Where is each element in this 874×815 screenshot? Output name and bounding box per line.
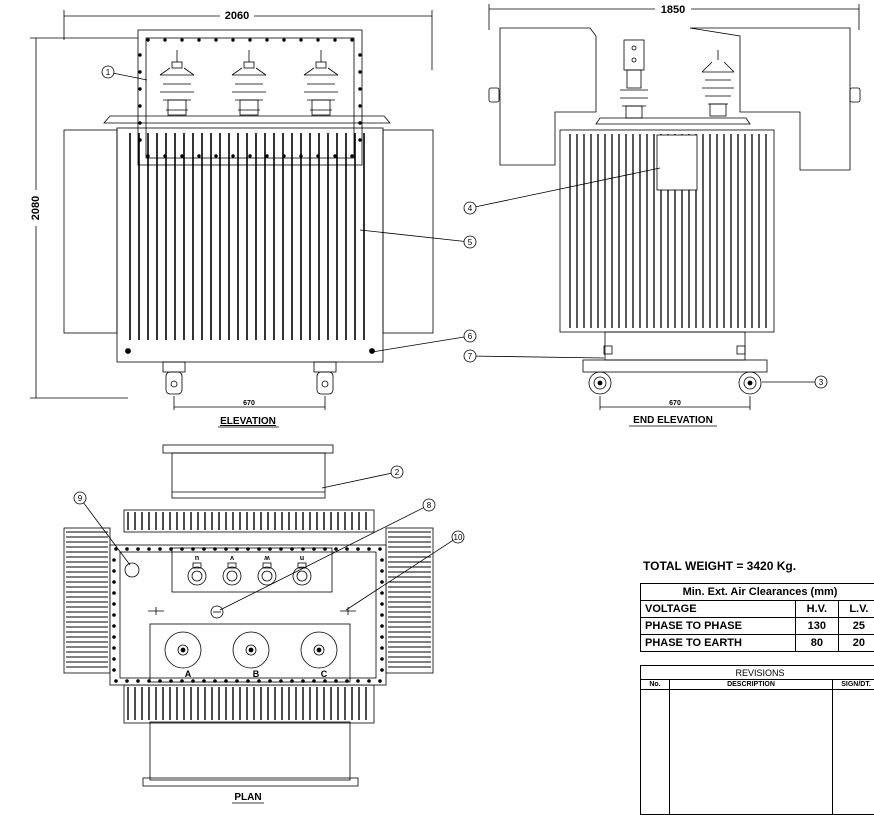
clearance-table-title: Min. Ext. Air Clearances (mm)	[641, 584, 874, 601]
callout-number: 6	[468, 332, 473, 341]
clearance-header: H.V.	[795, 601, 838, 618]
hv-terminal-label: A	[185, 669, 192, 679]
wheel-right	[314, 362, 336, 394]
cable-box-left-side	[500, 28, 596, 165]
plan-view: u v w n A B C PLAN	[64, 445, 433, 803]
callout-number: 4	[468, 204, 473, 213]
lv-bushing	[620, 40, 648, 118]
table-row: PHASE TO PHASE 130 25	[641, 618, 874, 635]
hv-terminal-label: B	[253, 669, 260, 679]
hv-bushing-side	[702, 50, 734, 116]
lv-terminal-label: u	[195, 554, 199, 561]
dim-height-label: 2080	[30, 196, 42, 220]
lv-terminal-label: v	[230, 554, 234, 561]
callout: 4	[464, 168, 660, 214]
callout: 3	[762, 376, 827, 388]
callout-number: 7	[468, 352, 473, 361]
rating-plate	[657, 135, 697, 190]
callout-number: 9	[78, 494, 83, 503]
clearance-hv-value: 130	[795, 618, 838, 635]
radiator-plan-right	[386, 528, 433, 673]
revisions-header: SIGN/DT.	[833, 680, 874, 690]
revisions-table: REVISIONS No. DESCRIPTION SIGN/DT.	[640, 665, 874, 815]
view-title-end-elevation: END ELEVATION	[633, 415, 713, 426]
clearance-hv-value: 80	[795, 635, 838, 652]
callout-number: 2	[395, 468, 400, 477]
lv-terminal-label: w	[264, 554, 271, 561]
hv-terminal-label: C	[321, 669, 328, 679]
radiator-fins	[130, 133, 364, 340]
clearance-header: L.V.	[838, 601, 874, 618]
radiator-left	[64, 130, 117, 333]
dim-end-width: 1850	[489, 2, 859, 30]
callout-number: 8	[427, 501, 432, 510]
cable-box-right-side	[690, 28, 850, 170]
clearance-lv-value: 20	[838, 635, 874, 652]
dim-width-label: 2060	[225, 10, 249, 22]
clearance-lv-value: 25	[838, 618, 874, 635]
revisions-header: DESCRIPTION	[670, 680, 833, 690]
revisions-header: No.	[641, 680, 670, 690]
callout: 5	[360, 230, 476, 248]
dim-width-overall: 2060	[64, 8, 432, 70]
tank-cover	[104, 116, 390, 123]
clearance-row-label: PHASE TO PHASE	[641, 618, 796, 635]
dim-wheel-gauge: 670	[174, 396, 325, 410]
lv-terminal-label: n	[300, 554, 304, 561]
revisions-title: REVISIONS	[641, 666, 874, 680]
dim-end-width-label: 1850	[661, 4, 685, 16]
earth-terminal	[370, 349, 375, 354]
elevation-view: 2060 2080	[28, 8, 433, 427]
callout-number: 1	[106, 68, 111, 77]
end-elevation-view: 1850	[489, 2, 860, 426]
wheel-end-right	[739, 372, 761, 394]
view-title-elevation: ELEVATION	[220, 416, 276, 427]
hv-bushings	[160, 50, 338, 115]
dim-end-gauge-label: 670	[669, 400, 681, 407]
radiator-right	[383, 130, 433, 333]
callout: 9	[74, 492, 130, 565]
table-row: PHASE TO EARTH 80 20	[641, 635, 874, 652]
clearance-header: VOLTAGE	[641, 601, 796, 618]
clearance-table: Min. Ext. Air Clearances (mm) VOLTAGE H.…	[640, 583, 874, 652]
dim-height-overall: 2080	[28, 38, 138, 398]
callout-number: 10	[454, 533, 463, 542]
bushing	[232, 50, 266, 115]
callout-number: 5	[468, 238, 473, 247]
dim-end-gauge: 670	[600, 396, 750, 410]
radiator-plan-left	[64, 528, 110, 673]
wheel-left	[163, 362, 185, 394]
bushing	[160, 50, 194, 115]
callout-balloons: 1 2 3 4 5 6 7 8 9 10	[74, 66, 827, 610]
callout-number: 3	[819, 378, 824, 387]
dim-wheel-gauge-label: 670	[243, 400, 255, 407]
wheel-end-left	[589, 372, 611, 394]
callout: 2	[322, 466, 403, 488]
earth-terminal	[126, 349, 131, 354]
view-title-plan: PLAN	[234, 792, 261, 803]
base-skid	[583, 360, 767, 372]
bushing	[304, 50, 338, 115]
total-weight: TOTAL WEIGHT = 3420 Kg.	[643, 559, 796, 573]
clearance-row-label: PHASE TO EARTH	[641, 635, 796, 652]
tank-cover-plan	[110, 545, 386, 685]
cable-box-top-plan	[163, 445, 333, 453]
